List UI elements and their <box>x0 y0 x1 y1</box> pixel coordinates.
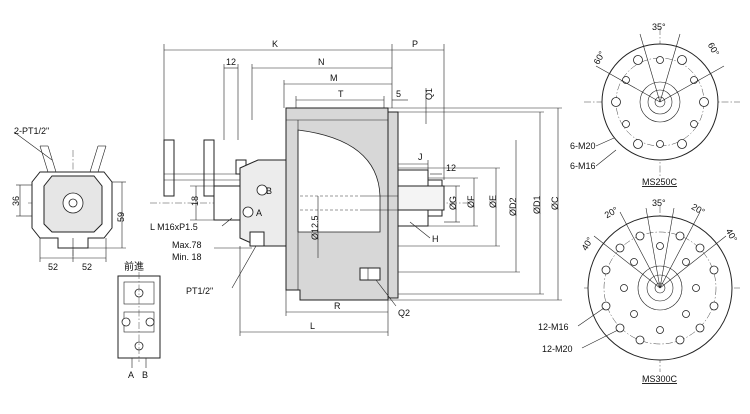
ms250-angle-top: 35° <box>652 22 666 32</box>
dim-D2: ØD2 <box>508 197 518 216</box>
dim-G: ØG <box>448 196 458 210</box>
dim-N: N <box>318 57 325 67</box>
dim-L: L <box>310 321 315 331</box>
ms250-angle-left: 60° <box>592 49 608 66</box>
dim-F: ØF <box>466 195 476 208</box>
valve-a-label: A <box>128 370 134 380</box>
ms250-angle-right: 60° <box>706 41 722 58</box>
ms250-m20: 6-M20 <box>570 141 596 151</box>
valve-b-label: B <box>142 370 148 380</box>
dim-36-label: 36 <box>11 196 21 206</box>
ms300-title: MS300C <box>642 374 678 384</box>
valve-detail <box>117 272 161 368</box>
port-B: B <box>266 186 272 196</box>
dim-12-right: 12 <box>446 163 456 173</box>
dim-Q2: Q2 <box>398 308 410 318</box>
ms300-angle-left: 40° <box>580 235 596 252</box>
ms300-m20: 12-M20 <box>542 344 573 354</box>
dim-59-label: 59 <box>116 212 126 222</box>
dim-C: ØC <box>550 196 560 210</box>
max-label: Max.78 <box>172 240 202 250</box>
dim-D1: ØD1 <box>532 195 542 214</box>
dim-52b-label: 52 <box>82 262 92 272</box>
min-label: Min. 18 <box>172 252 202 262</box>
port-2-pt-label: 2-PT1/2" <box>14 126 49 136</box>
left-end-view <box>13 131 126 262</box>
dim-5: 5 <box>396 89 401 99</box>
ms300-flange-view <box>577 206 740 372</box>
dim-18: 18 <box>190 196 200 206</box>
dim-12-5: Ø12.5 <box>310 215 320 240</box>
ms300-angle-tl: 20° <box>603 205 620 221</box>
dim-K: K <box>272 39 278 49</box>
dim-H: H <box>432 234 439 244</box>
dim-12-top: 12 <box>226 57 236 67</box>
ms250-title: MS250C <box>642 177 678 187</box>
pt-label: PT1/2" <box>186 286 213 296</box>
dim-M: M <box>330 73 338 83</box>
dim-T: T <box>338 89 344 99</box>
ms300-angle-tr: 20° <box>690 202 707 218</box>
ms250-flange-view <box>584 28 740 178</box>
port-A: A <box>256 208 262 218</box>
ms300-angle-top: 35° <box>652 198 666 208</box>
dim-52a-label: 52 <box>48 262 58 272</box>
dim-Q1: Q1 <box>424 88 434 100</box>
dim-R: R <box>334 301 341 311</box>
dim-P: P <box>412 39 418 49</box>
dim-J: J <box>418 152 423 162</box>
thread-label: L M16xP1.5 <box>150 222 198 232</box>
main-side-view <box>150 44 562 336</box>
ms250-m16: 6-M16 <box>570 161 596 171</box>
forward-label: 前進 <box>124 260 144 273</box>
ms300-angle-right: 40° <box>724 227 740 244</box>
dim-E: ØE <box>488 195 498 208</box>
ms300-m16: 12-M16 <box>538 322 569 332</box>
